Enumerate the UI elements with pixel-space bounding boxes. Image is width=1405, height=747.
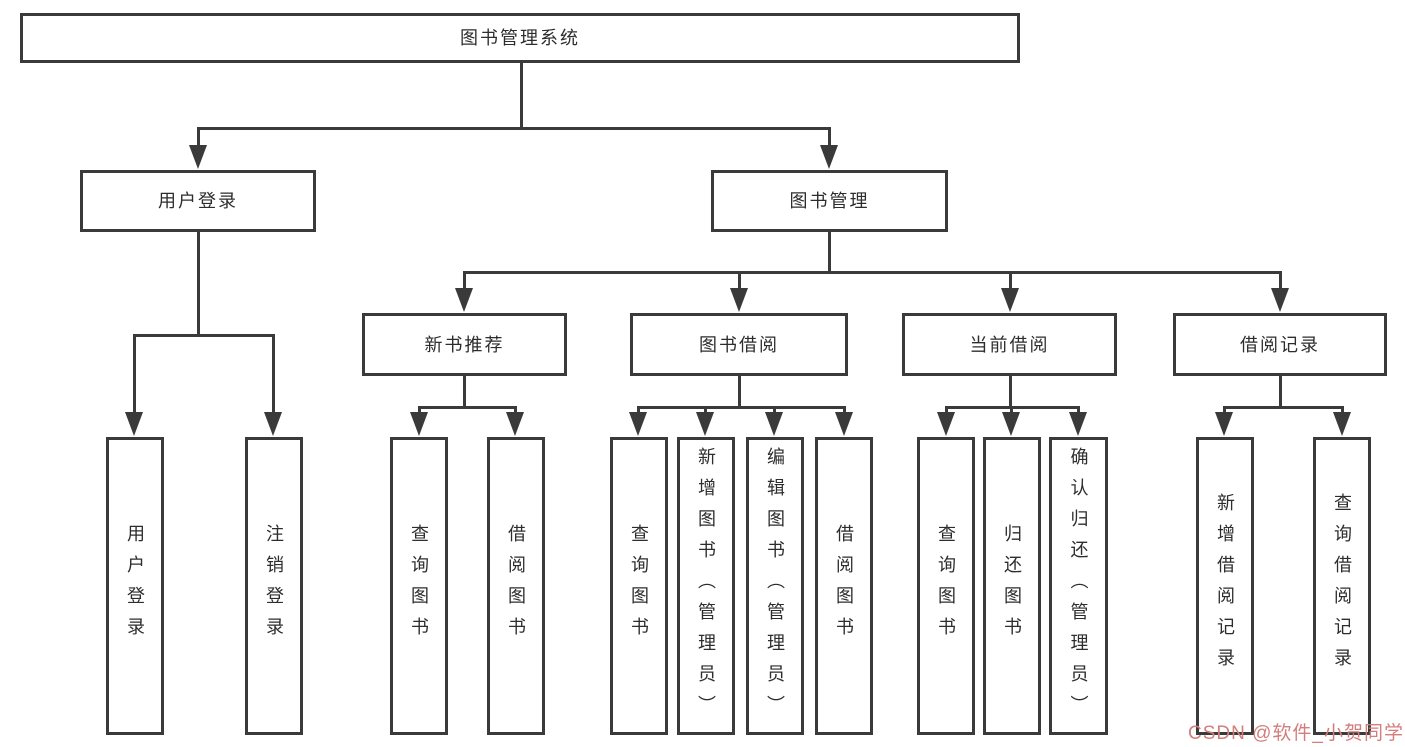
connector-drop — [462, 272, 466, 288]
node-label: 当前借阅 — [969, 334, 1050, 355]
connector-drop — [1076, 407, 1080, 412]
leaf-add-borrow-record: 新增借阅记录 — [1196, 437, 1254, 735]
connector-drop — [132, 335, 136, 412]
node-label: 用户登录 — [158, 191, 238, 211]
connector-drop — [737, 272, 741, 288]
arrowhead-down-icon — [820, 145, 838, 169]
arrowhead-down-icon — [1002, 412, 1020, 436]
node-label: 新书推荐 — [424, 334, 505, 355]
leaf-return-books: 归还图书 — [983, 437, 1041, 735]
leaf-edit-books-admin: 编辑图书（管理员） — [746, 437, 804, 735]
arrowhead-down-icon — [1001, 288, 1019, 312]
watermark-text: CSDN @软件_小贺同学 — [1188, 723, 1404, 744]
node-current-borrowing: 当前借阅 — [902, 313, 1117, 376]
node-label: 用户登录 — [125, 524, 145, 648]
arrowhead-down-icon — [410, 412, 428, 436]
node-label: 图书管理 — [789, 191, 870, 211]
arrowhead-down-icon — [1271, 288, 1289, 312]
node-label: 借阅图书 — [506, 524, 526, 648]
leaf-query-borrow-record: 查询借阅记录 — [1313, 437, 1371, 735]
node-book-borrowing: 图书借阅 — [630, 313, 848, 376]
node-borrowing-records: 借阅记录 — [1173, 313, 1387, 376]
connector-stem — [1008, 375, 1012, 409]
node-label: 查询图书 — [409, 524, 429, 648]
connector-stem — [1278, 375, 1282, 409]
connector-stem — [462, 375, 466, 409]
leaf-query-books-recommend: 查询图书 — [390, 437, 448, 735]
node-label: 借阅图书 — [834, 524, 854, 648]
connector-rail — [417, 405, 517, 409]
leaf-borrow-books-recommend: 借阅图书 — [487, 437, 545, 735]
connector-drop — [1278, 272, 1282, 288]
node-label: 查询图书 — [936, 524, 956, 648]
connector-drop — [417, 407, 421, 412]
connector-drop — [703, 407, 707, 412]
connector-drop — [827, 128, 831, 145]
connector-rail — [1222, 405, 1344, 409]
arrowhead-down-icon — [506, 412, 524, 436]
connector-drop — [1008, 272, 1012, 288]
node-label: 图书借阅 — [699, 334, 779, 355]
connector-rail — [196, 126, 831, 130]
connector-rail — [462, 270, 1282, 274]
arrowhead-down-icon — [1215, 412, 1233, 436]
connector-rail — [636, 405, 846, 409]
node-label: 借阅记录 — [1240, 334, 1320, 355]
node-label: 查询图书 — [629, 524, 649, 648]
connector-rail — [132, 333, 275, 337]
connector-stem — [737, 375, 741, 409]
connector-drop — [772, 407, 776, 412]
connector-drop — [196, 128, 200, 145]
leaf-add-books-admin: 新增图书（管理员） — [677, 437, 735, 735]
arrowhead-down-icon — [696, 412, 714, 436]
node-user-login: 用户登录 — [80, 170, 316, 232]
node-label: 新增借阅记录 — [1215, 493, 1235, 679]
leaf-confirm-return-admin: 确认归还（管理员） — [1049, 437, 1108, 735]
node-label: 归还图书 — [1002, 524, 1022, 648]
connector-drop — [1222, 407, 1226, 412]
leaf-query-books-current: 查询图书 — [917, 437, 975, 735]
connector-stem — [519, 62, 523, 130]
node-new-book-recommendation: 新书推荐 — [362, 313, 567, 376]
node-label: 确认归还（管理员） — [1068, 446, 1089, 726]
connector-drop — [636, 407, 640, 412]
connector-drop — [1340, 407, 1344, 412]
arrowhead-down-icon — [1069, 412, 1087, 436]
arrowhead-down-icon — [125, 412, 143, 436]
node-label: 注销登录 — [264, 524, 284, 648]
connector-drop — [271, 335, 275, 412]
leaf-user-login: 用户登录 — [106, 437, 164, 735]
arrowhead-down-icon — [765, 412, 783, 436]
node-label: 新增图书（管理员） — [696, 446, 716, 726]
connector-drop — [944, 407, 948, 412]
arrowhead-down-icon — [937, 412, 955, 436]
arrowhead-down-icon — [835, 412, 853, 436]
arrowhead-down-icon — [189, 145, 207, 169]
node-label: 查询借阅记录 — [1332, 493, 1352, 679]
leaf-borrow-books-borrowing: 借阅图书 — [815, 437, 873, 735]
arrowhead-down-icon — [1333, 412, 1351, 436]
arrowhead-down-icon — [264, 412, 282, 436]
arrowhead-down-icon — [629, 412, 647, 436]
node-label: 编辑图书（管理员） — [765, 446, 785, 726]
leaf-logout: 注销登录 — [245, 437, 303, 735]
arrowhead-down-icon — [730, 288, 748, 312]
connector-drop — [513, 407, 517, 412]
leaf-query-books-borrowing: 查询图书 — [610, 437, 668, 735]
node-label: 图书管理系统 — [460, 28, 580, 48]
connector-stem — [827, 231, 831, 274]
connector-drop — [1009, 407, 1013, 412]
node-book-management: 图书管理 — [711, 170, 948, 232]
connector-drop — [842, 407, 846, 412]
node-library-management-system: 图书管理系统 — [20, 13, 1020, 63]
connector-stem — [196, 231, 200, 337]
arrowhead-down-icon — [455, 288, 473, 312]
